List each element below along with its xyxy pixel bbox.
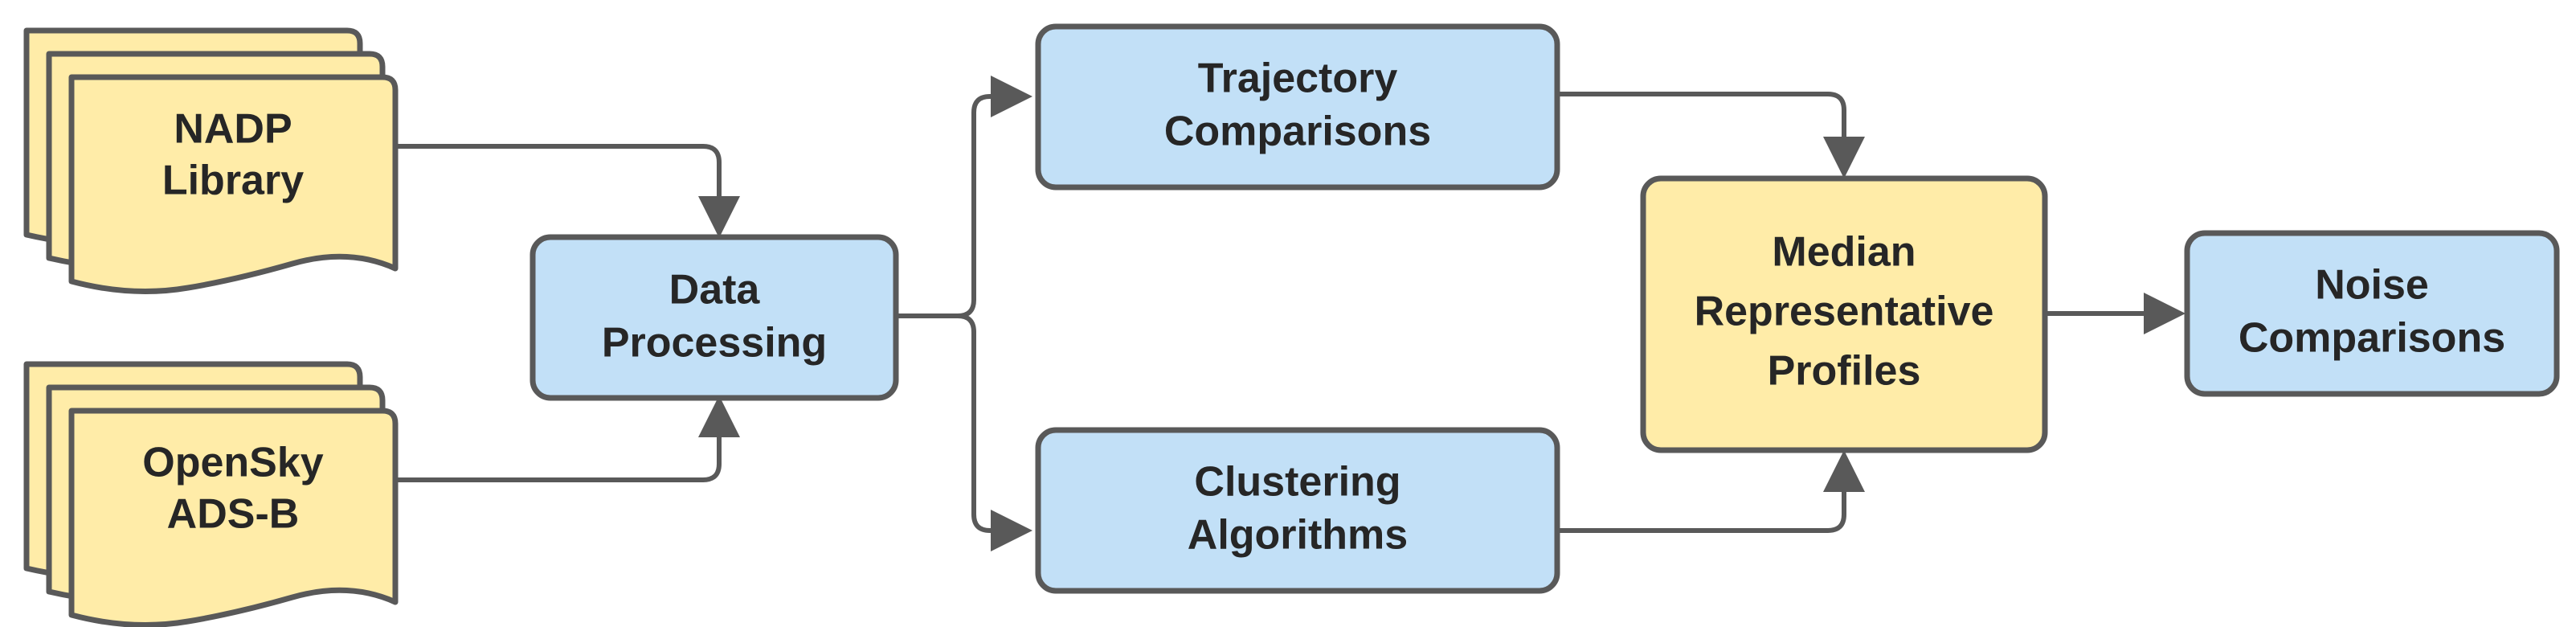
- node-nadp-library[interactable]: NADP Library: [23, 27, 399, 294]
- node-label-line-2: Processing: [602, 320, 827, 367]
- node-label-line-1: NADP: [174, 106, 292, 153]
- edge-line: [896, 314, 1008, 533]
- edge-median-to-noise: [2045, 293, 2186, 334]
- node-label-line-2: ADS-B: [167, 491, 300, 538]
- node-median-representative-profiles[interactable]: Median Representative Profiles: [1640, 175, 2048, 453]
- node-box: [1035, 23, 1560, 191]
- edge-line: [896, 94, 1008, 318]
- node-label-line-1: Trajectory: [1198, 55, 1398, 102]
- edge-nadp-to-data-processing: [395, 144, 740, 238]
- arrowhead-icon: [1823, 137, 1865, 178]
- edge-clustering-to-median: [1557, 450, 1865, 533]
- edge-opensky-to-data-processing: [395, 395, 740, 482]
- node-box: [2184, 230, 2560, 397]
- node-label-line-3: Profiles: [1768, 348, 1921, 395]
- node-label-line-1: OpenSky: [142, 440, 323, 486]
- node-label-line-1: Median: [1772, 229, 1916, 276]
- node-data-processing[interactable]: Data Processing: [530, 234, 899, 401]
- node-label-line-2: Algorithms: [1188, 512, 1408, 559]
- node-box: [530, 234, 899, 401]
- document-front-icon: [68, 408, 399, 627]
- edge-data-processing-to-trajectory: [896, 76, 1032, 318]
- node-label-line-1: Clustering: [1194, 459, 1400, 506]
- node-label-line-1: Noise: [2315, 262, 2429, 309]
- edge-line: [1557, 92, 1846, 157]
- arrowhead-icon: [2144, 293, 2186, 334]
- edge-layer: [395, 76, 2186, 551]
- arrowhead-icon: [698, 395, 740, 437]
- node-label-line-2: Comparisons: [1164, 109, 1431, 155]
- node-trajectory-comparisons[interactable]: Trajectory Comparisons: [1035, 23, 1560, 191]
- edge-data-processing-to-clustering: [896, 314, 1032, 551]
- node-noise-comparisons[interactable]: Noise Comparisons: [2184, 230, 2560, 397]
- arrowhead-icon: [698, 196, 740, 238]
- node-box: [1035, 427, 1560, 594]
- edge-line: [1557, 474, 1846, 533]
- arrowhead-icon: [991, 76, 1032, 117]
- document-front-icon: [68, 74, 399, 294]
- node-opensky-adsb[interactable]: OpenSky ADS-B: [23, 361, 399, 627]
- node-label-line-1: Data: [669, 267, 761, 314]
- edge-line: [395, 144, 722, 215]
- node-label-line-2: Library: [162, 158, 304, 204]
- node-clustering-algorithms[interactable]: Clustering Algorithms: [1035, 427, 1560, 594]
- node-box: [1640, 175, 2048, 453]
- arrowhead-icon: [1823, 450, 1865, 492]
- node-label-line-2: Representative: [1695, 289, 1994, 335]
- edge-line: [395, 420, 722, 482]
- arrowhead-icon: [991, 510, 1032, 551]
- edge-trajectory-to-median: [1557, 92, 1865, 178]
- node-label-line-2: Comparisons: [2239, 315, 2505, 362]
